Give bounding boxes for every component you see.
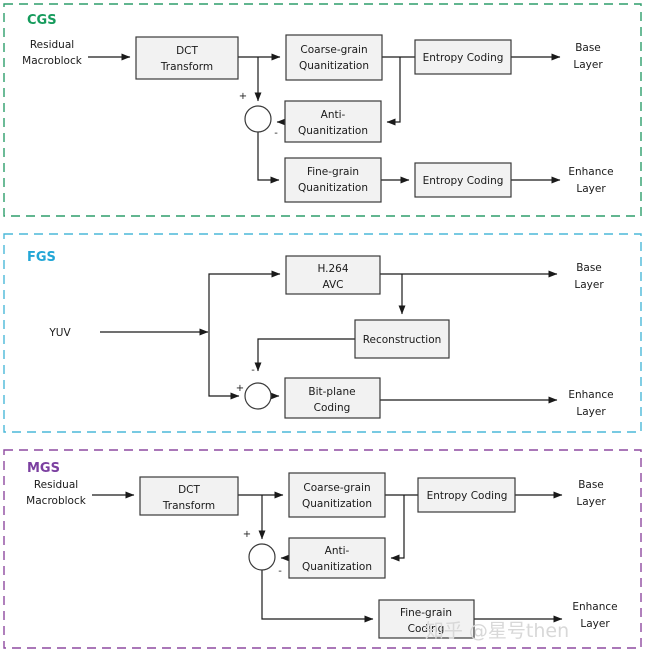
cgs-dct-transform-line2: Transform	[160, 61, 213, 73]
cgs-summing-junction[interactable]: + -	[239, 91, 278, 139]
cgs-wire-adder-to-fine	[257, 132, 280, 184]
cgs-entropy-coding-enhance-label: Entropy Coding	[423, 175, 504, 187]
cgs-coarse-grain-line1: Coarse-grain	[300, 44, 367, 56]
cgs-coarse-grain-quantization-box[interactable]: Coarse-grain Quanitization	[285, 34, 383, 81]
fgs-input-label: YUV	[48, 327, 71, 339]
mgs-title: MGS	[27, 461, 60, 476]
cgs-anti-quantization-line2: Quanitization	[298, 125, 368, 137]
cgs-enhance-layer-label-line2: Layer	[576, 183, 606, 195]
mgs-wire-adder-to-fine-coding	[261, 570, 374, 623]
mgs-dct-transform-line1: DCT	[178, 484, 200, 496]
fgs-enhance-layer-label-line1: Enhance	[568, 389, 613, 401]
mgs-entropy-coding-base-label: Entropy Coding	[427, 490, 508, 502]
fgs-frame	[3, 233, 642, 433]
mgs-enhance-layer-label-line2: Layer	[580, 618, 610, 630]
cgs-anti-quantization-line1: Anti-	[321, 109, 346, 121]
mgs-plus-sign: +	[243, 529, 251, 540]
fgs-reconstruction-label: Reconstruction	[363, 334, 442, 346]
mgs-base-layer-label-line2: Layer	[576, 496, 606, 508]
mgs-enhance-layer-label-line1: Enhance	[572, 601, 617, 613]
fgs-h264-line2: AVC	[322, 279, 343, 291]
mgs-frame	[3, 449, 642, 649]
cgs-base-layer-label-line1: Base	[575, 42, 601, 54]
section-mgs: MGS Residual Macroblock Base Layer Enhan…	[3, 449, 642, 649]
mgs-anti-quantization-line2: Quanitization	[302, 561, 372, 573]
fgs-h264-avc-box[interactable]: H.264 AVC	[285, 255, 381, 295]
cgs-anti-quantization-box[interactable]: Anti- Quanitization	[284, 100, 382, 143]
cgs-entropy-coding-base-box[interactable]: Entropy Coding	[414, 39, 512, 75]
fgs-wire-split-down-to-adder	[208, 332, 240, 400]
fgs-reconstruction-box[interactable]: Reconstruction	[354, 319, 450, 359]
cgs-fine-grain-line1: Fine-grain	[307, 166, 359, 178]
mgs-dct-transform-box[interactable]: DCT Transform	[139, 476, 239, 516]
fgs-wire-reconstruction-to-adder	[254, 338, 355, 372]
cgs-base-layer-label-line2: Layer	[573, 59, 603, 71]
fgs-plus-sign: +	[236, 383, 244, 394]
cgs-plus-sign: +	[239, 91, 247, 102]
cgs-fine-grain-line2: Quanitization	[298, 182, 368, 194]
section-fgs: FGS YUV Base Layer Enhance Layer H.264 A…	[3, 233, 642, 433]
mgs-fine-grain-coding-line1: Fine-grain	[400, 607, 452, 619]
cgs-dct-transform-box[interactable]: DCT Transform	[135, 36, 239, 80]
fgs-minus-sign: -	[251, 365, 255, 376]
fgs-enhance-layer-label-line2: Layer	[576, 406, 606, 418]
zhihu-watermark: 知乎 @星号then	[425, 620, 569, 642]
fgs-summing-junction[interactable]: - +	[236, 365, 272, 410]
fgs-bitplane-line2: Coding	[314, 402, 351, 414]
cgs-title: CGS	[27, 13, 57, 28]
mgs-input-label-line1: Residual	[34, 479, 78, 491]
cgs-wire-feedback-to-anti	[386, 57, 401, 126]
mgs-entropy-coding-base-box[interactable]: Entropy Coding	[417, 477, 516, 513]
fgs-wire-split-up-to-h264	[208, 270, 281, 332]
mgs-fine-grain-coding-box[interactable]: Fine-grain Coding	[378, 599, 475, 639]
cgs-dct-transform-line1: DCT	[176, 45, 198, 57]
section-cgs: CGS Residual Macroblock Base Layer Enhan…	[3, 3, 642, 217]
cgs-minus-sign: -	[274, 128, 278, 139]
mgs-anti-quantization-line1: Anti-	[325, 545, 350, 557]
mgs-input-label-line2: Macroblock	[26, 495, 87, 507]
mgs-fine-grain-coding-line2: Coding	[408, 623, 445, 635]
cgs-fine-grain-quantization-box[interactable]: Fine-grain Quanitization	[284, 157, 382, 203]
mgs-coarse-grain-line2: Quanitization	[302, 498, 372, 510]
cgs-entropy-coding-base-label: Entropy Coding	[423, 52, 504, 64]
fgs-bit-plane-coding-box[interactable]: Bit-plane Coding	[284, 377, 381, 419]
fgs-bitplane-line1: Bit-plane	[308, 386, 355, 398]
fgs-title: FGS	[27, 250, 56, 265]
mgs-base-layer-label-line1: Base	[578, 479, 604, 491]
fgs-base-layer-label-line2: Layer	[574, 279, 604, 291]
cgs-input-label-line1: Residual	[30, 39, 74, 51]
cgs-entropy-coding-enhance-box[interactable]: Entropy Coding	[414, 162, 512, 198]
cgs-coarse-grain-line2: Quanitization	[299, 60, 369, 72]
fgs-base-layer-label-line1: Base	[576, 262, 602, 274]
mgs-coarse-grain-line1: Coarse-grain	[303, 482, 370, 494]
mgs-dct-transform-line2: Transform	[162, 500, 215, 512]
fgs-h264-line1: H.264	[317, 263, 348, 275]
cgs-input-label-line2: Macroblock	[22, 55, 83, 67]
mgs-coarse-grain-quantization-box[interactable]: Coarse-grain Quanitization	[288, 472, 386, 518]
mgs-minus-sign: -	[278, 566, 282, 577]
mgs-wire-feedback-to-anti	[390, 495, 405, 562]
mgs-anti-quantization-box[interactable]: Anti- Quanitization	[288, 537, 386, 579]
mgs-summing-junction[interactable]: + -	[243, 529, 282, 577]
cgs-frame	[3, 3, 642, 217]
cgs-enhance-layer-label-line1: Enhance	[568, 166, 613, 178]
